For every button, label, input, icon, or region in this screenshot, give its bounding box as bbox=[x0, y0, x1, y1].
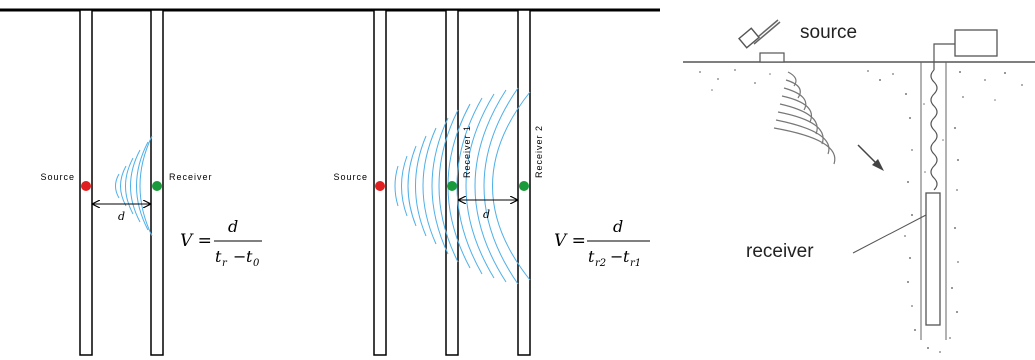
hammer-icon bbox=[738, 19, 781, 49]
svg-text:d: d bbox=[228, 217, 238, 236]
svg-text:0: 0 bbox=[253, 258, 260, 269]
wave-arcs bbox=[773, 71, 836, 165]
receiver-label: Receiver bbox=[169, 172, 213, 182]
svg-text:t: t bbox=[215, 247, 222, 266]
arrow-head bbox=[872, 159, 884, 171]
source-label: Source bbox=[40, 172, 75, 182]
source-plate bbox=[759, 52, 785, 63]
velocity-formula: V = d t r − t 0 bbox=[180, 217, 262, 269]
svg-text:t: t bbox=[623, 247, 630, 266]
svg-text:r1: r1 bbox=[630, 258, 641, 269]
wave-arcs bbox=[394, 87, 531, 285]
svg-text:−: − bbox=[610, 247, 623, 266]
svg-text:r: r bbox=[222, 258, 228, 269]
velocity-formula: V = d t r2 − t r1 bbox=[554, 217, 650, 269]
svg-text:r2: r2 bbox=[595, 258, 606, 269]
svg-text:V =: V = bbox=[180, 231, 212, 251]
source-dot bbox=[375, 181, 385, 191]
source-dot bbox=[81, 181, 91, 191]
svg-text:t: t bbox=[588, 247, 595, 266]
receiver2-dot bbox=[519, 181, 529, 191]
soil-speckles bbox=[699, 69, 1023, 353]
receiver-dot bbox=[152, 181, 162, 191]
receiver2-label: Receiver 2 bbox=[534, 125, 544, 178]
cable-coil bbox=[930, 69, 938, 191]
source-label: Source bbox=[333, 172, 368, 182]
wave-arcs bbox=[115, 135, 153, 237]
svg-text:−: − bbox=[233, 247, 246, 266]
source-label: source bbox=[800, 22, 857, 43]
distance-label: d bbox=[118, 210, 125, 223]
receiver1-dot bbox=[447, 181, 457, 191]
receiver1-label: Receiver 1 bbox=[462, 125, 472, 178]
svg-text:t: t bbox=[246, 247, 253, 266]
receiver-probe bbox=[925, 192, 941, 326]
panel-crosshole-double: Source Receiver 1 Receiver 2 d V = d t r… bbox=[333, 9, 650, 356]
recorder-box bbox=[954, 29, 998, 57]
panel-crosshole-single: Source Receiver d V = d t r − t 0 bbox=[40, 9, 262, 356]
receiver-leader-line bbox=[852, 214, 927, 254]
receiver-label: receiver bbox=[746, 241, 814, 262]
cable bbox=[933, 43, 955, 70]
distance-label: d bbox=[483, 208, 490, 221]
panel-downhole: source receiver bbox=[683, 19, 1035, 353]
svg-text:V =: V = bbox=[554, 231, 586, 251]
svg-text:d: d bbox=[613, 217, 623, 236]
